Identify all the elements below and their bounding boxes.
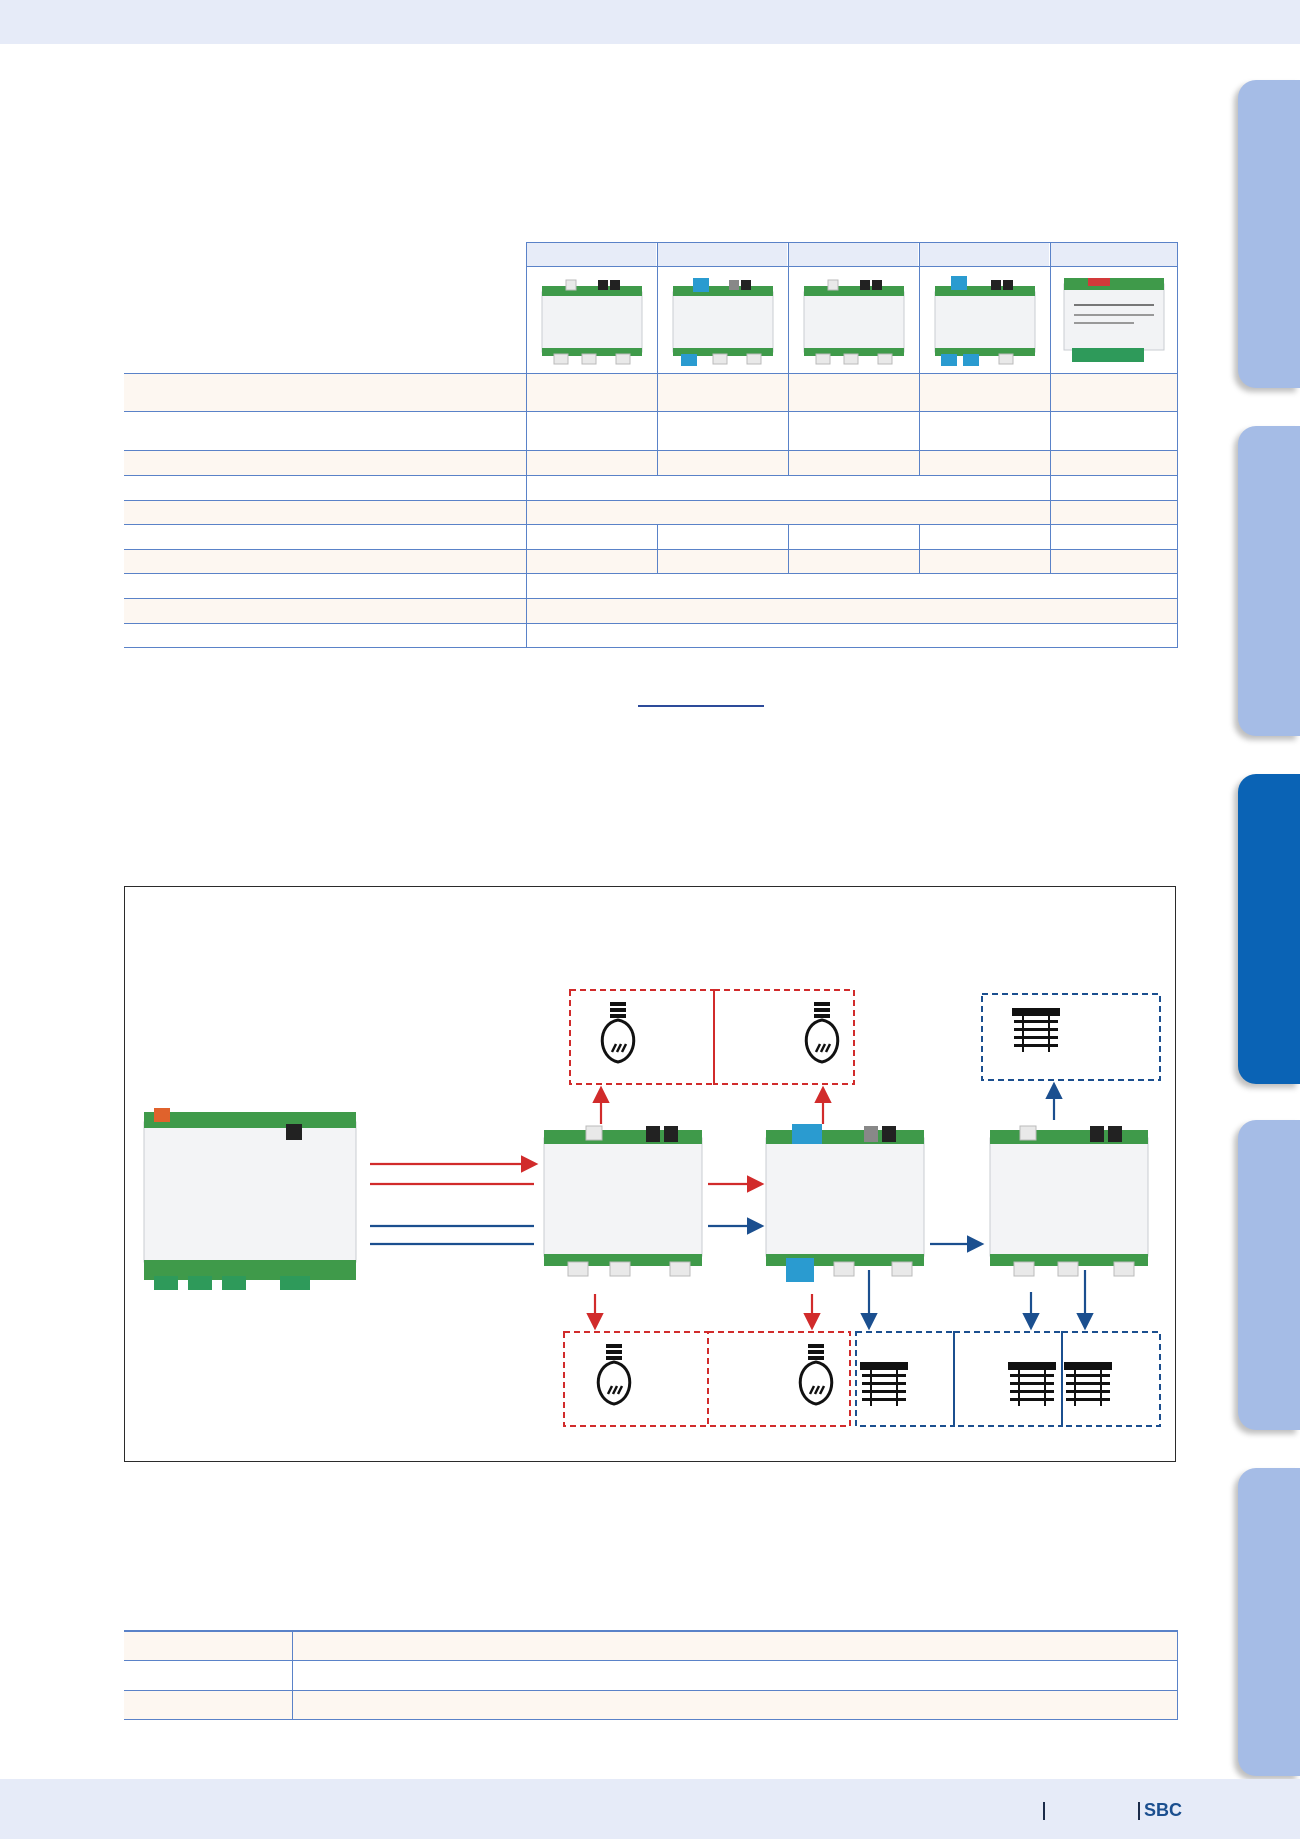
spec-row xyxy=(124,549,1178,573)
side-tab-4[interactable] xyxy=(1238,1120,1300,1430)
spec-row xyxy=(124,500,1178,524)
io-module-1 xyxy=(543,1125,703,1277)
spec-header-cell xyxy=(919,242,1049,266)
bottom-table-row xyxy=(124,1690,1178,1719)
footer-separator xyxy=(1043,1802,1045,1820)
footer-brand: SBC xyxy=(1144,1800,1183,1820)
blind-zone xyxy=(953,1331,1063,1427)
bottom-table-row xyxy=(124,1630,1178,1660)
light-zone xyxy=(707,1331,851,1427)
window-blind-icon xyxy=(1012,1008,1060,1052)
controller-module xyxy=(143,1108,357,1290)
product-image-4 xyxy=(934,276,1036,366)
spec-header-cell xyxy=(657,242,787,266)
spec-row xyxy=(124,524,1178,549)
light-zone xyxy=(569,989,715,1085)
spec-row xyxy=(124,623,1178,647)
light-bulb-icon xyxy=(596,1344,632,1406)
io-module-3 xyxy=(989,1125,1149,1277)
bottom-table-row xyxy=(124,1660,1178,1690)
spec-header-cell xyxy=(788,242,918,266)
light-zone xyxy=(563,1331,709,1427)
window-blind-icon xyxy=(860,1362,908,1406)
blind-zone xyxy=(981,993,1161,1081)
spec-row xyxy=(124,573,1178,598)
product-image-5 xyxy=(1063,278,1165,362)
spec-row xyxy=(124,475,1178,500)
light-bulb-icon xyxy=(798,1344,834,1406)
product-image-1 xyxy=(541,279,643,365)
diagram-drawing xyxy=(143,989,1161,1427)
blind-zone xyxy=(1061,1331,1161,1427)
window-blind-icon xyxy=(1064,1362,1112,1406)
window-blind-icon xyxy=(1008,1362,1056,1406)
product-image-3 xyxy=(803,279,905,365)
side-tab-2[interactable] xyxy=(1238,426,1300,736)
spec-row xyxy=(124,450,1178,475)
light-bulb-icon xyxy=(804,1002,840,1064)
light-zone xyxy=(713,989,855,1085)
side-tab-1[interactable] xyxy=(1238,80,1300,388)
spec-row xyxy=(124,411,1178,450)
light-bulb-icon xyxy=(600,1002,636,1064)
spec-header-cell xyxy=(526,242,656,266)
blind-zone xyxy=(855,1331,955,1427)
product-image-2 xyxy=(672,278,774,366)
side-tab-5[interactable] xyxy=(1238,1468,1300,1776)
io-module-2 xyxy=(765,1124,925,1282)
side-tab-3-active[interactable] xyxy=(1238,774,1300,1084)
link-underline[interactable] xyxy=(638,705,764,707)
footer-band xyxy=(0,1779,1300,1839)
spec-row xyxy=(124,598,1178,623)
spec-row xyxy=(124,373,1178,411)
spec-header-cell xyxy=(1050,242,1178,266)
footer-separator xyxy=(1138,1802,1140,1820)
top-band xyxy=(0,0,1300,44)
